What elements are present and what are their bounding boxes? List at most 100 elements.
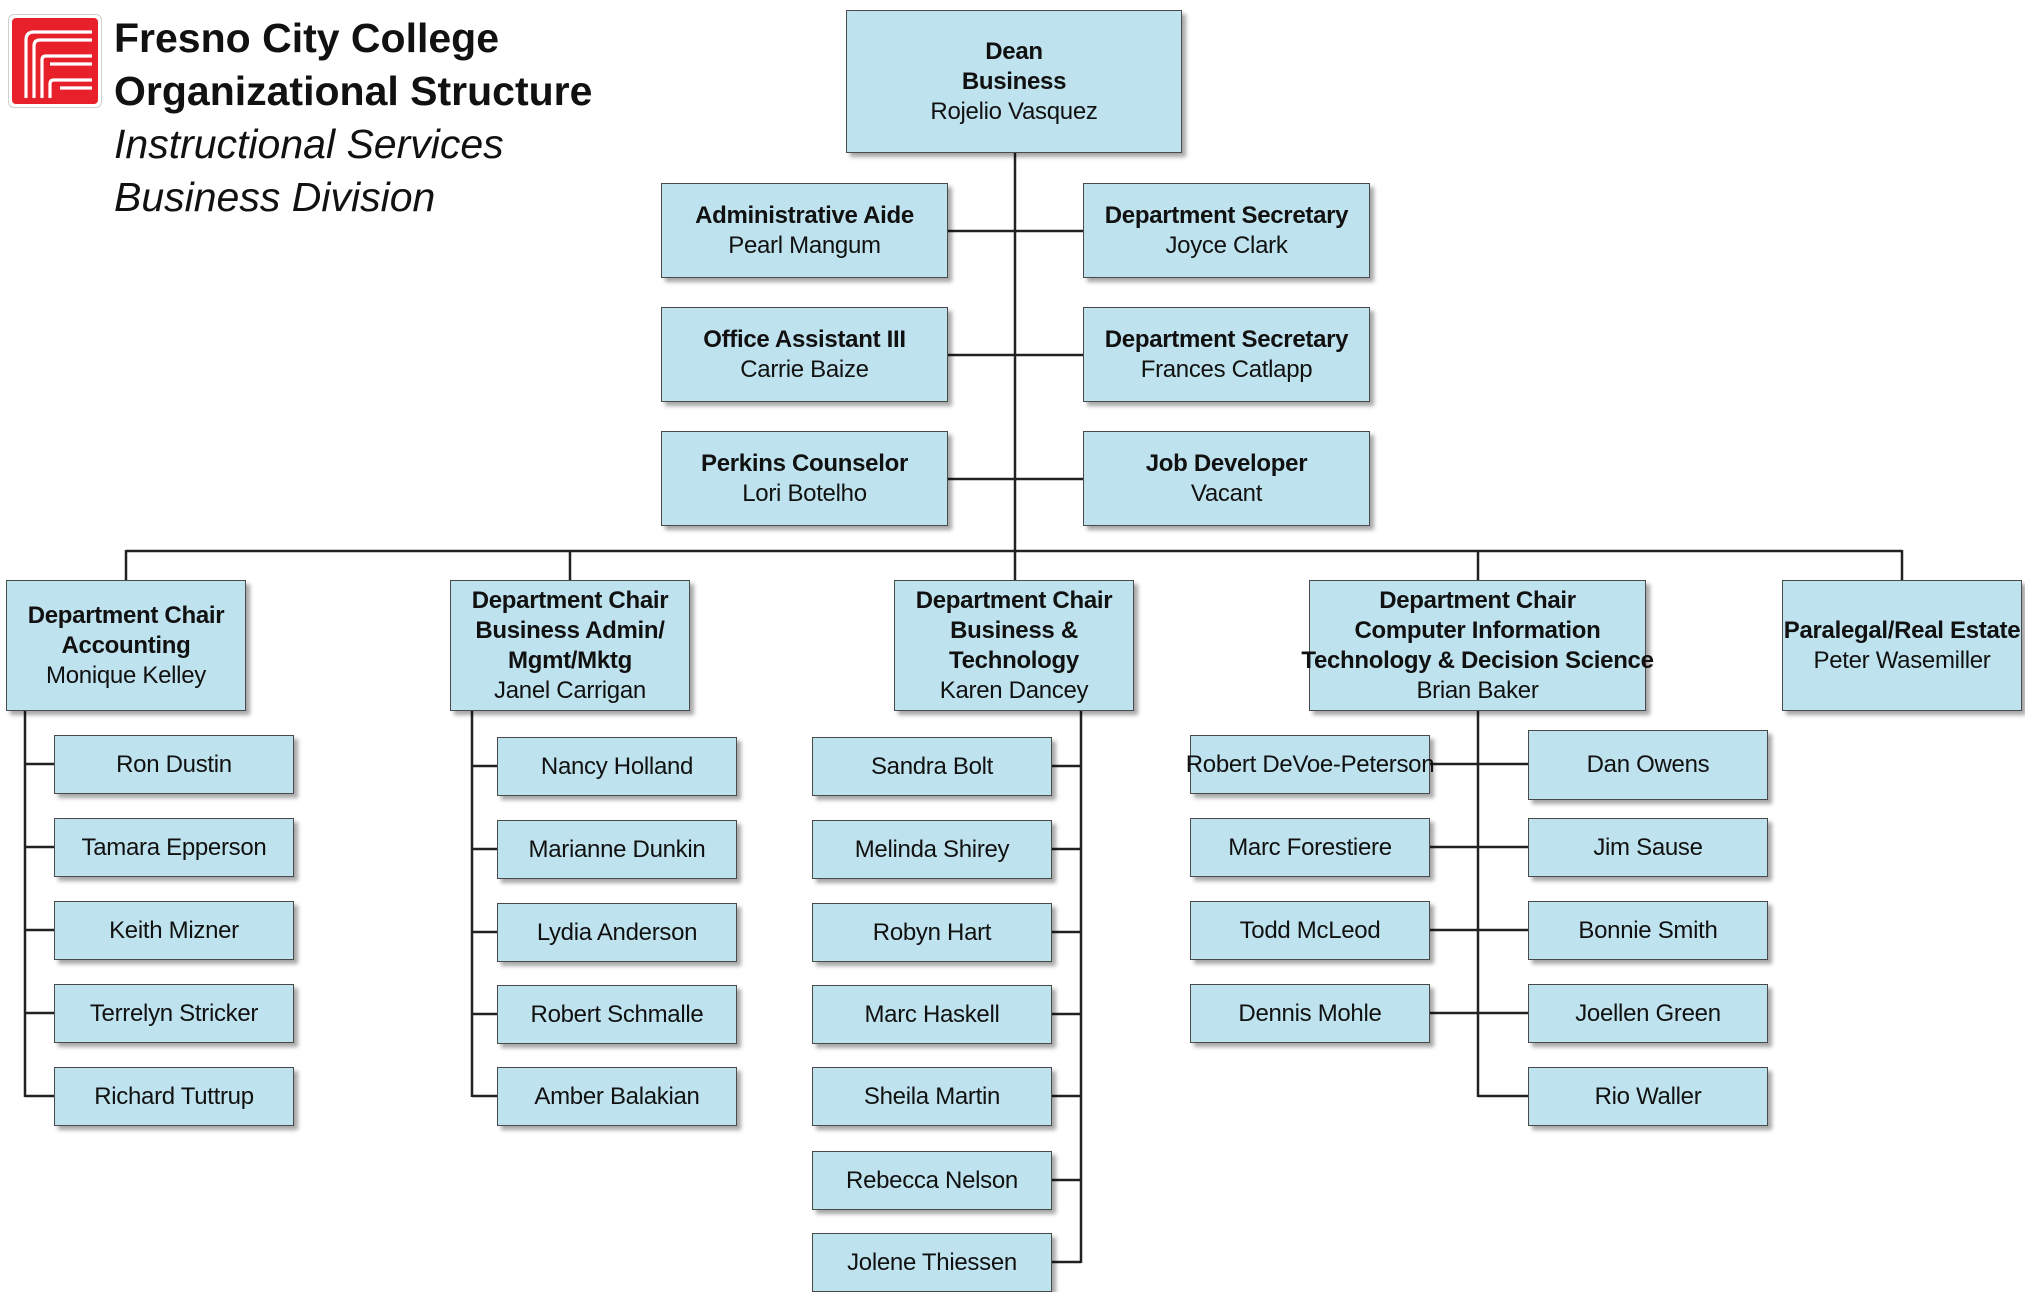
- member-name: Dennis Mohle: [1238, 999, 1382, 1027]
- member-box: Nancy Holland: [497, 737, 737, 796]
- member-box: Terrelyn Stricker: [54, 984, 294, 1043]
- chair-department: Business Admin/: [475, 616, 665, 644]
- member-box: Ron Dustin: [54, 735, 294, 794]
- member-name: Rebecca Nelson: [846, 1166, 1018, 1194]
- member-name: Robert Schmalle: [530, 1000, 704, 1028]
- college-logo: [8, 14, 102, 108]
- member-box: Marc Haskell: [812, 985, 1052, 1044]
- member-name: Robyn Hart: [872, 918, 992, 946]
- member-box: Marianne Dunkin: [497, 820, 737, 879]
- dean-name: Rojelio Vasquez: [930, 97, 1098, 125]
- member-box: Joellen Green: [1528, 984, 1768, 1043]
- member-name: Marc Forestiere: [1228, 833, 1392, 861]
- member-name: Amber Balakian: [534, 1082, 700, 1110]
- dean-division: Business: [961, 67, 1067, 95]
- chair-box-business-admin: Department Chair Business Admin/ Mgmt/Mk…: [450, 580, 690, 711]
- member-name: Marianne Dunkin: [528, 835, 706, 863]
- member-box: Robyn Hart: [812, 903, 1052, 962]
- member-name: Nancy Holland: [540, 752, 694, 780]
- chair-title: Department Chair: [1379, 586, 1576, 614]
- staff-title: Job Developer: [1145, 449, 1308, 477]
- member-box: Lydia Anderson: [497, 903, 737, 962]
- member-name: Lydia Anderson: [536, 918, 698, 946]
- member-box: Melinda Shirey: [812, 820, 1052, 879]
- member-box: Richard Tuttrup: [54, 1067, 294, 1126]
- member-name: Sheila Martin: [863, 1082, 1001, 1110]
- chair-name: Karen Dancey: [939, 676, 1089, 704]
- chair-title: Department Chair: [471, 586, 669, 614]
- staff-title: Office Assistant III: [703, 325, 906, 353]
- member-name: Marc Haskell: [864, 1000, 1000, 1028]
- member-name: Richard Tuttrup: [94, 1082, 254, 1110]
- chair-name: Janel Carrigan: [494, 676, 646, 704]
- chair-box-computer-information: Department Chair Computer Information Te…: [1301, 580, 1654, 711]
- fresno-city-college-logo-icon: [12, 18, 98, 104]
- chart-header: Fresno City College Organizational Struc…: [114, 12, 592, 224]
- staff-name: Frances Catlapp: [1140, 355, 1313, 383]
- member-box: Marc Forestiere: [1190, 818, 1430, 877]
- staff-title: Perkins Counselor: [701, 449, 908, 477]
- member-name: Bonnie Smith: [1578, 916, 1718, 944]
- member-box: Rebecca Nelson: [812, 1151, 1052, 1210]
- dean-title: Dean: [985, 37, 1043, 65]
- member-box: Jim Sause: [1528, 818, 1768, 877]
- member-name: Jim Sause: [1593, 833, 1703, 861]
- member-name: Jolene Thiessen: [847, 1248, 1017, 1276]
- member-box: Amber Balakian: [497, 1067, 737, 1126]
- chair-department: Computer Information: [1354, 616, 1601, 644]
- member-box: Tamara Epperson: [54, 818, 294, 877]
- member-box: Robert Schmalle: [497, 985, 737, 1044]
- staff-title: Administrative Aide: [695, 201, 914, 229]
- staff-box-perkins-counselor: Perkins Counselor Lori Botelho: [661, 431, 948, 526]
- chair-box-paralegal-real-estate: Paralegal/Real Estate Peter Wasemiller: [1782, 580, 2022, 711]
- chair-department: Accounting: [61, 631, 191, 659]
- staff-box-job-developer: Job Developer Vacant: [1083, 431, 1370, 526]
- services-subtitle: Instructional Services: [114, 121, 504, 167]
- member-box: Sandra Bolt: [812, 737, 1052, 796]
- member-box: Sheila Martin: [812, 1067, 1052, 1126]
- staff-title: Department Secretary: [1104, 201, 1349, 229]
- member-name: Robert DeVoe-Peterson: [1185, 750, 1435, 778]
- member-box: Robert DeVoe-Peterson: [1186, 735, 1435, 794]
- member-name: Sandra Bolt: [870, 752, 994, 780]
- staff-box-administrative-aide: Administrative Aide Pearl Mangum: [661, 183, 948, 278]
- member-box: Dennis Mohle: [1190, 984, 1430, 1043]
- member-name: Dan Owens: [1586, 751, 1710, 778]
- member-box: Rio Waller: [1528, 1067, 1768, 1126]
- division-subtitle: Business Division: [114, 174, 436, 220]
- chair-department: Technology & Decision Science: [1301, 646, 1654, 674]
- staff-name: Carrie Baize: [740, 355, 869, 383]
- member-name: Tamara Epperson: [81, 833, 267, 861]
- chair-name: Monique Kelley: [46, 661, 206, 689]
- chair-box-business-technology: Department Chair Business & Technology K…: [894, 580, 1134, 711]
- staff-name: Joyce Clark: [1165, 231, 1288, 259]
- staff-name: Pearl Mangum: [728, 231, 881, 259]
- staff-name: Lori Botelho: [742, 479, 867, 507]
- staff-box-department-secretary-1: Department Secretary Joyce Clark: [1083, 183, 1370, 278]
- staff-box-office-assistant: Office Assistant III Carrie Baize: [661, 307, 948, 402]
- member-name: Joellen Green: [1575, 999, 1721, 1027]
- member-box: Jolene Thiessen: [812, 1233, 1052, 1292]
- chair-title: Paralegal/Real Estate: [1783, 616, 2021, 644]
- member-name: Ron Dustin: [116, 750, 232, 778]
- chair-box-accounting: Department Chair Accounting Monique Kell…: [6, 580, 246, 711]
- chair-department: Technology: [949, 646, 1079, 674]
- chair-title: Department Chair: [915, 586, 1113, 614]
- chair-name: Peter Wasemiller: [1813, 646, 1991, 674]
- chart-title: Organizational Structure: [114, 68, 593, 114]
- chair-title: Department Chair: [27, 601, 225, 629]
- member-name: Terrelyn Stricker: [89, 999, 259, 1027]
- dean-box: Dean Business Rojelio Vasquez: [846, 10, 1182, 153]
- staff-title: Department Secretary: [1104, 325, 1349, 353]
- member-box: Bonnie Smith: [1528, 901, 1768, 960]
- member-name: Rio Waller: [1594, 1082, 1702, 1110]
- member-box: Dan Owens: [1528, 730, 1768, 800]
- member-name: Melinda Shirey: [854, 835, 1010, 863]
- chair-name: Brian Baker: [1416, 676, 1539, 704]
- college-name: Fresno City College: [114, 15, 500, 61]
- member-name: Todd McLeod: [1239, 916, 1381, 944]
- chair-department: Mgmt/Mktg: [508, 646, 632, 674]
- member-box: Keith Mizner: [54, 901, 294, 960]
